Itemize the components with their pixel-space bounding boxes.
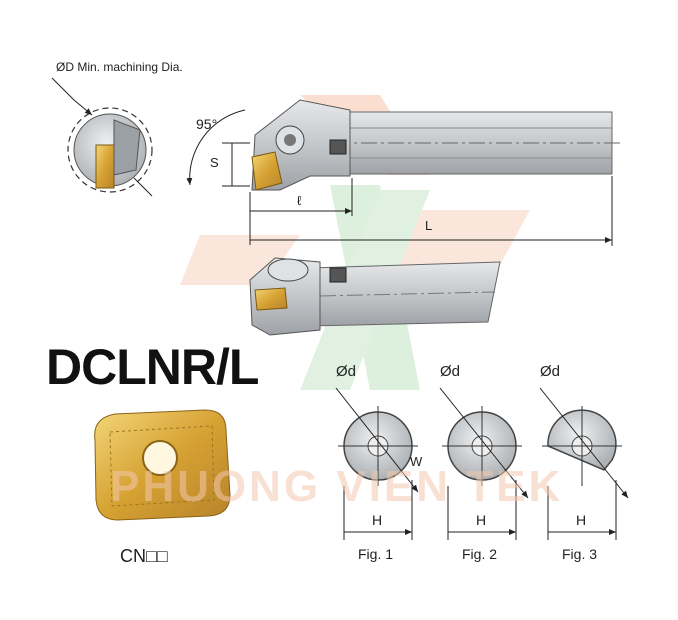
fig3-d-label: Ød [540, 363, 561, 380]
fig2-h-label: H [476, 512, 487, 528]
fig1-caption: Fig. 1 [358, 546, 394, 562]
fig3-h-label: H [576, 512, 587, 528]
min-dia-label: ØD Min. machining Dia. [56, 60, 183, 74]
tool-side-view-top [186, 99, 620, 246]
fig2-caption: Fig. 2 [462, 546, 498, 562]
fig1-d-label: Ød [336, 363, 357, 380]
fig2-d-label: Ød [440, 363, 461, 380]
s-dimension-label: S [210, 155, 219, 170]
angle-label: 95° [196, 116, 218, 132]
insert-image [94, 409, 231, 521]
watermark-text: PHUONG VIEN TEK [110, 462, 564, 511]
l-small-dimension-label: ℓ [297, 193, 302, 208]
end-view-min-dia [51, 77, 153, 197]
fig2-section [439, 387, 529, 540]
l-dimension-label: L [425, 218, 433, 233]
tool-3d-view [249, 257, 501, 336]
fig1-h-label: H [372, 512, 383, 528]
fig3-section [539, 387, 629, 540]
fig3-caption: Fig. 3 [562, 546, 598, 562]
fig1-w-label: W [410, 454, 423, 469]
insert-code-label: CN□□ [120, 546, 168, 566]
fig1-section [335, 387, 419, 540]
page-title: DCLNR/L [46, 339, 259, 395]
